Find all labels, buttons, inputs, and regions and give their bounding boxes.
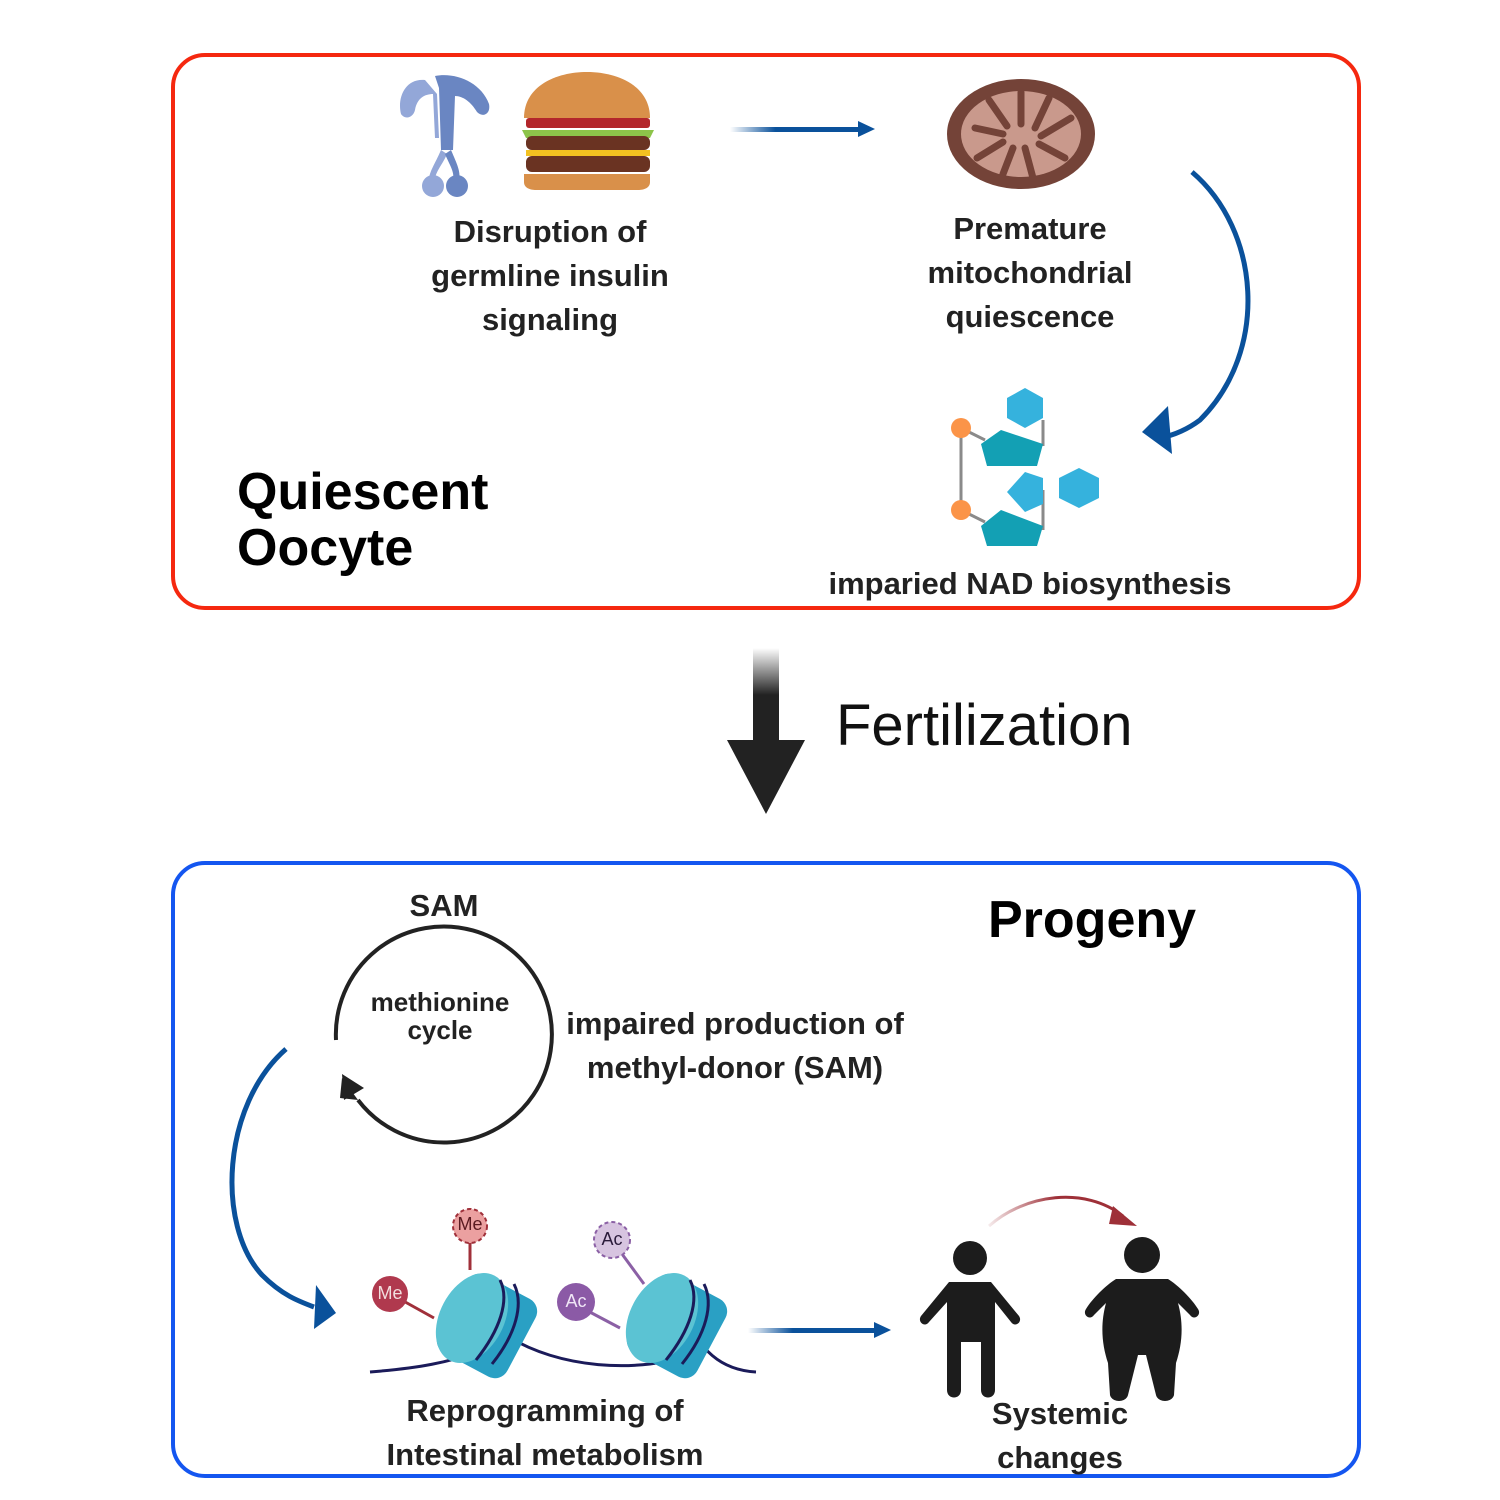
methionine-cycle-label: methionine cycle (370, 987, 510, 1045)
person-heavy-icon (1084, 1237, 1200, 1401)
red-change-arrow (988, 1195, 1137, 1228)
histone-2 (625, 1273, 728, 1379)
methionine-cycle-circle (333, 924, 554, 1145)
ac-dashed-mark: Ac (601, 1229, 623, 1249)
flow-arrow-top (730, 121, 875, 137)
fertilization-label: Fertilization (836, 693, 1133, 758)
quiescent-oocyte-title: Quiescent Oocyte (237, 463, 489, 577)
nad-molecule-icon (951, 388, 1099, 546)
curved-arrow-cycle-to-histones (229, 1047, 336, 1329)
mitochondrial-quiescence-label: Premature mitochondrial quiescence (927, 211, 1133, 334)
insulin-receptor-icon (400, 75, 490, 197)
mitochondrion-icon (947, 79, 1095, 189)
me-solid-mark: Me (377, 1283, 403, 1303)
nucleosome-diagram (369, 1208, 757, 1379)
histone-1 (435, 1273, 538, 1379)
burger-icon (522, 72, 654, 190)
curved-arrow-mito-to-nad (1142, 170, 1251, 454)
progeny-title: Progeny (988, 891, 1197, 949)
nad-biosynthesis-label: imparied NAD biosynthesis (828, 566, 1232, 601)
intestinal-reprogramming-label: Reprogramming of Intestinal metabolism (386, 1393, 704, 1472)
quiescent-oocyte-panel (171, 53, 1361, 610)
sam-production-label: impaired production of methyl-donor (SAM… (566, 1006, 904, 1085)
person-slim-icon (919, 1241, 1021, 1398)
fertilization-arrow (727, 648, 805, 814)
flow-arrow-bottom (748, 1322, 891, 1338)
me-dashed-mark: Me (457, 1214, 483, 1234)
systemic-changes-label: Systemic changes (991, 1396, 1129, 1475)
progeny-panel (171, 861, 1361, 1478)
ac-solid-mark: Ac (565, 1291, 587, 1311)
insulin-disruption-label: Disruption of germline insulin signaling (431, 214, 669, 337)
sam-label: SAM (409, 888, 479, 923)
